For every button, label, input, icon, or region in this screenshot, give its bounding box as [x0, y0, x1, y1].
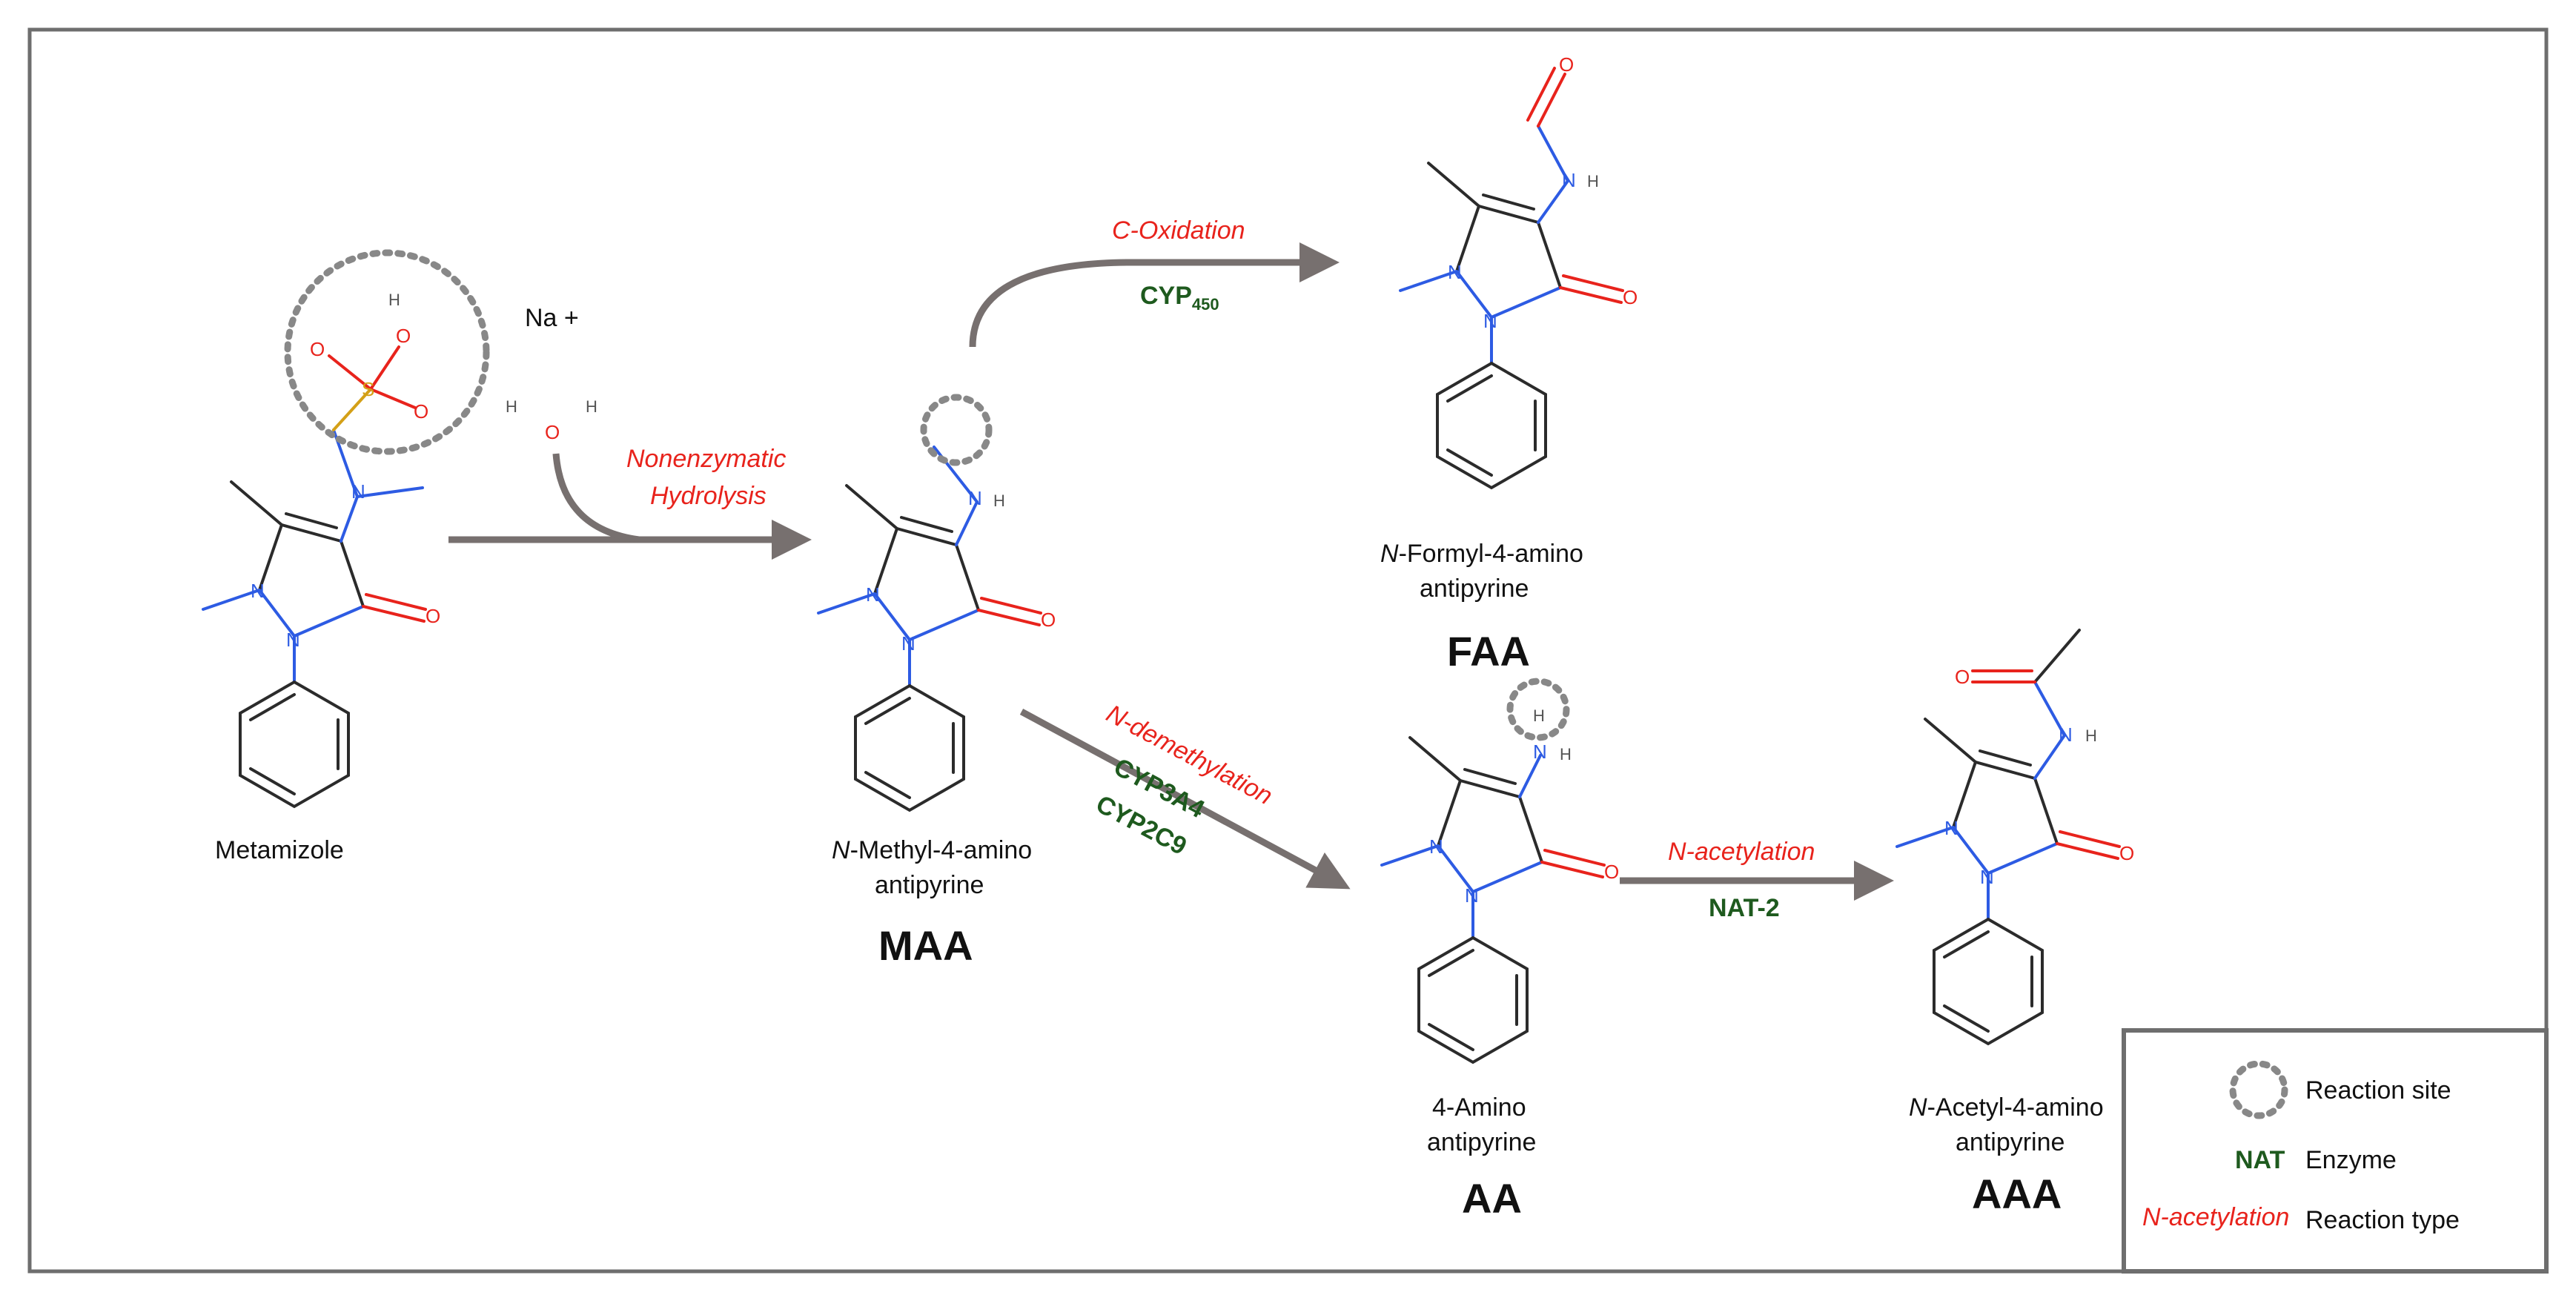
water-input-arrow: [552, 453, 640, 543]
svg-text:N: N: [1562, 169, 1576, 191]
svg-text:O: O: [545, 421, 560, 443]
metamizole-structure: N S O O O H: [202, 291, 443, 808]
svg-text:H: H: [1587, 172, 1599, 191]
maa-structure: N H: [817, 446, 1058, 812]
svg-text:N: N: [2059, 723, 2073, 746]
diagram-frame: [27, 27, 2549, 1274]
c-oxidation-arrow: [969, 242, 1340, 348]
svg-text:S: S: [362, 378, 374, 400]
hydrolysis-type-line2: Hydrolysis: [650, 482, 766, 510]
legend-site-label: Reaction site: [2305, 1076, 2451, 1105]
svg-text:H: H: [1560, 745, 1572, 764]
aaa-name-line1: N-Acetyl-4-amino: [1909, 1093, 2104, 1122]
water-molecule: O H H: [506, 397, 597, 443]
legend-type-example: N-acetylation: [2142, 1203, 2289, 1231]
svg-text:O: O: [310, 338, 325, 360]
svg-text:N: N: [968, 487, 982, 509]
legend-box: [2122, 1028, 2549, 1274]
faa-name-line1: N-Formyl-4-amino: [1380, 540, 1583, 568]
n-demethylation-arrow: [1019, 709, 1351, 890]
svg-text:H: H: [388, 291, 400, 309]
legend-site-icon: [2229, 1060, 2288, 1119]
faa-abbr: FAA: [1447, 628, 1530, 675]
aa-name-line2: antipyrine: [1427, 1128, 1536, 1156]
svg-text:O: O: [414, 400, 428, 423]
svg-text:O: O: [396, 325, 411, 347]
reaction-site-marker: [284, 249, 490, 455]
legend: Reaction site NAT Enzyme N-acetylation R…: [2122, 1028, 2549, 1274]
svg-text:H: H: [1533, 706, 1545, 725]
svg-text:O: O: [1955, 666, 1970, 688]
maa-name-line1: N-Methyl-4-amino: [832, 836, 1032, 864]
svg-text:O: O: [1559, 53, 1574, 76]
faa-name-line2: antipyrine: [1420, 575, 1529, 603]
legend-enzyme-label: Enzyme: [2305, 1146, 2397, 1174]
svg-text:H: H: [2085, 726, 2097, 745]
svg-text:H: H: [586, 397, 597, 416]
aaa-structure: N H O: [1895, 629, 2136, 1045]
reaction-site-marker: [920, 394, 993, 466]
c-oxidation-type: C-Oxidation: [1112, 216, 1245, 245]
svg-text:H: H: [506, 397, 517, 416]
reaction-site-marker: [1506, 678, 1570, 741]
metamizole-label: Metamizole: [215, 836, 344, 864]
aa-structure: N H H: [1380, 706, 1621, 1064]
svg-text:H: H: [993, 491, 1005, 510]
n-acetylation-enzyme: NAT-2: [1709, 894, 1780, 922]
aa-abbr: AA: [1462, 1175, 1522, 1222]
legend-enzyme-example: NAT: [2235, 1146, 2285, 1174]
aaa-name-line2: antipyrine: [1956, 1128, 2065, 1156]
hydrolysis-type-line1: Nonenzymatic: [626, 445, 786, 473]
svg-text:N: N: [351, 480, 365, 503]
c-oxidation-enzyme: CYP450: [1140, 282, 1219, 314]
aa-name-line1: 4-Amino: [1432, 1093, 1526, 1122]
legend-type-label: Reaction type: [2305, 1206, 2460, 1234]
maa-abbr: MAA: [878, 922, 973, 969]
faa-structure: N H O: [1399, 53, 1640, 489]
maa-name-line2: antipyrine: [875, 871, 984, 899]
svg-text:N: N: [1533, 741, 1547, 763]
sodium-counterion: Na +: [525, 304, 579, 332]
n-acetylation-type: N-acetylation: [1668, 838, 1815, 866]
aaa-abbr: AAA: [1972, 1170, 2062, 1217]
